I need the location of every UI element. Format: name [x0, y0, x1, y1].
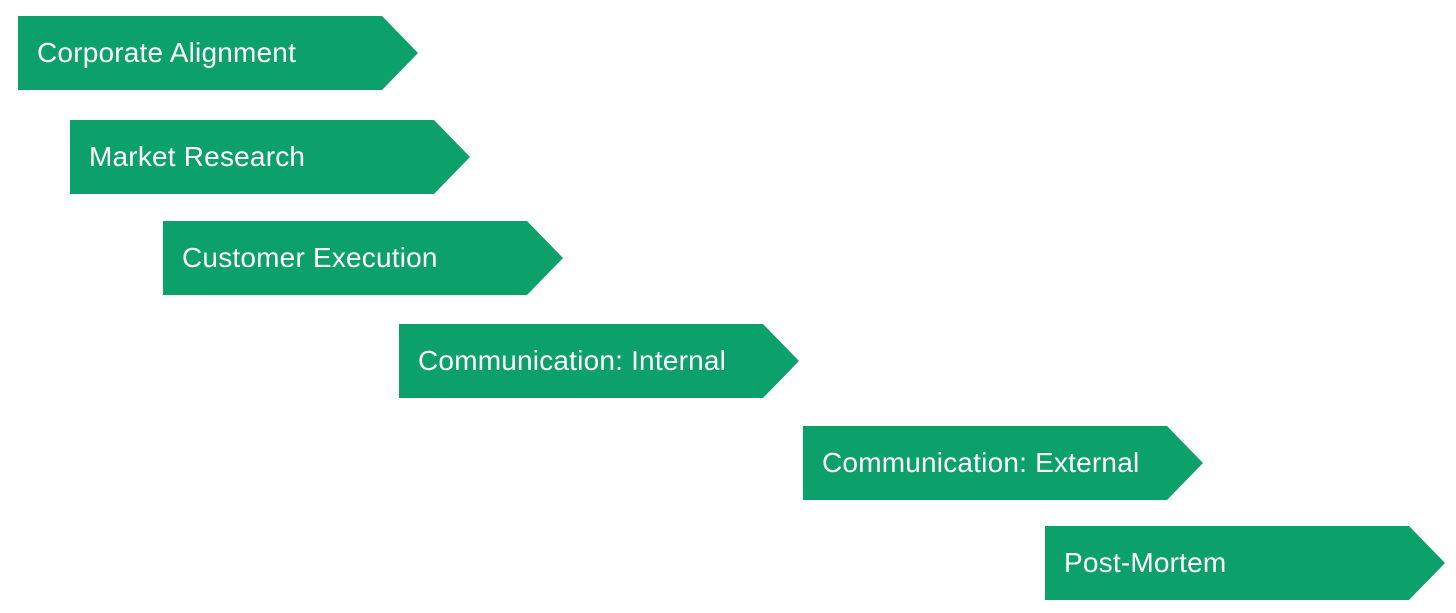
step-label: Market Research [89, 141, 306, 172]
step-post-mortem: Post-Mortem [1045, 526, 1445, 600]
step-communication-internal: Communication: Internal [399, 324, 799, 398]
step-market-research: Market Research [70, 120, 470, 194]
step-label: Corporate Alignment [37, 37, 297, 68]
step-communication-external: Communication: External [803, 426, 1203, 500]
step-customer-execution: Customer Execution [163, 221, 563, 295]
step-label: Communication: Internal [418, 345, 727, 376]
step-label: Post-Mortem [1064, 547, 1227, 578]
step-label: Customer Execution [182, 242, 438, 273]
step-label: Communication: External [822, 447, 1140, 478]
step-corporate-alignment: Corporate Alignment [18, 16, 418, 90]
